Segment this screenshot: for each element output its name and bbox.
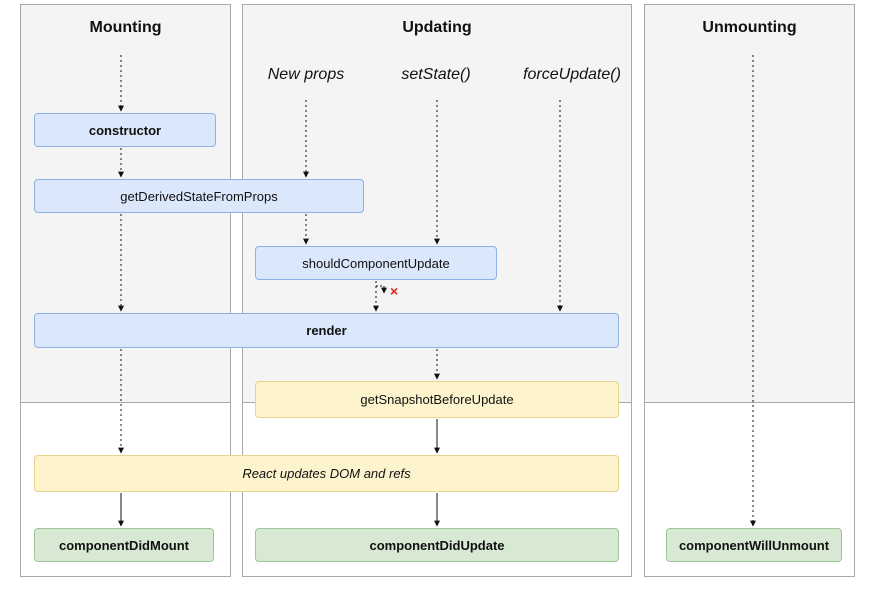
component-did-mount-box: componentDidMount (34, 528, 214, 562)
trigger-new-props: New props (267, 66, 345, 83)
get-snapshot-before-update-box: getSnapshotBeforeUpdate (255, 381, 619, 418)
constructor-box: constructor (34, 113, 216, 147)
unmounting-title: Unmounting (702, 19, 797, 36)
component-did-update-box: componentDidUpdate (255, 528, 619, 562)
cancel-icon: × (390, 283, 399, 299)
get-derived-state-from-props-box: getDerivedStateFromProps (34, 179, 364, 213)
component-will-unmount-box: componentWillUnmount (666, 528, 842, 562)
should-component-update-box: shouldComponentUpdate (255, 246, 497, 280)
render-box: render (34, 313, 619, 348)
trigger-set-state: setState() (401, 66, 471, 83)
updating-title: Updating (402, 19, 472, 36)
unmounting-column: Unmounting (644, 4, 855, 577)
mounting-title: Mounting (89, 19, 162, 36)
trigger-force-update: forceUpdate() (523, 66, 621, 83)
react-updates-dom-box: React updates DOM and refs (34, 455, 619, 492)
unmounting-render-phase-area (645, 5, 854, 403)
